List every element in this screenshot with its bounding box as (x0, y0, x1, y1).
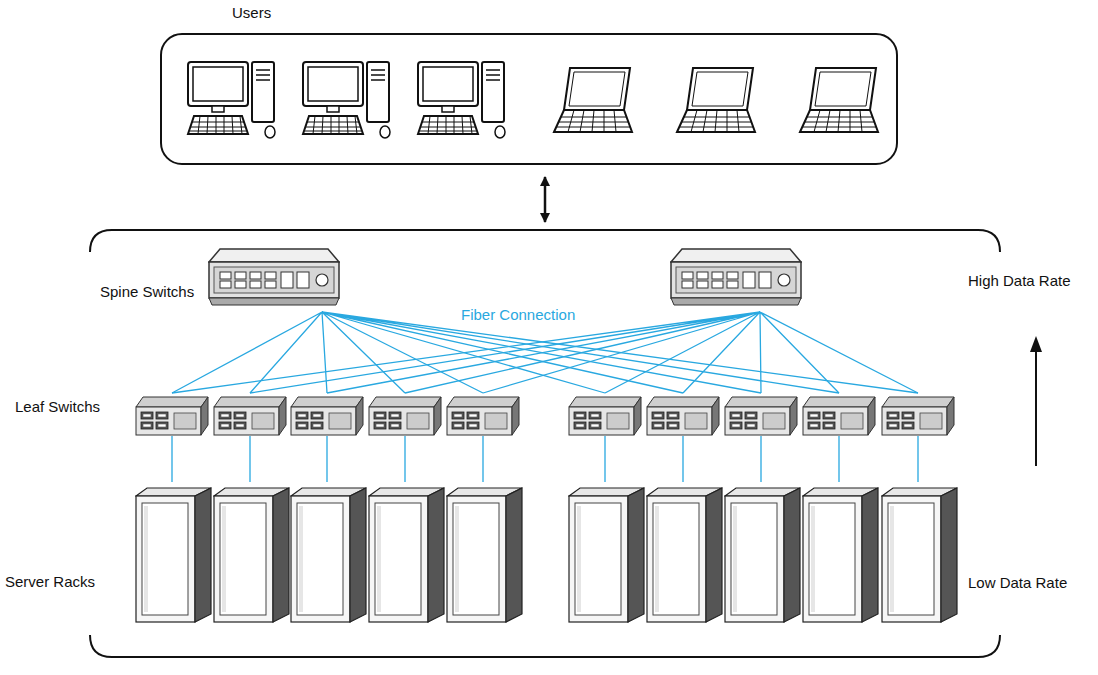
spine-switch-icon (209, 249, 339, 305)
users-group-box: Users (160, 33, 898, 165)
datacenter-bracket (90, 230, 1000, 657)
server-rack-icon (291, 488, 366, 622)
server-rack-icon (136, 488, 211, 622)
server-rack-icon (882, 488, 957, 622)
leaf-switches (136, 397, 954, 435)
laptop-icon (677, 68, 755, 132)
server-rack-icon (569, 488, 644, 622)
double-arrow (544, 177, 547, 222)
server-racks (136, 488, 957, 622)
server-rack-icon (725, 488, 800, 622)
server-rack-icon (447, 488, 522, 622)
desktop-icon (418, 62, 505, 138)
user-devices (188, 62, 878, 138)
rate-label: High Data Rate (968, 272, 1071, 290)
leaf-switch-icon (214, 397, 286, 435)
leaf-switch-icon (882, 397, 954, 435)
server-rack-icon (214, 488, 289, 622)
leaf-switch-icon (803, 397, 875, 435)
leaf-switch-icon (725, 397, 797, 435)
desktop-icon (303, 62, 390, 138)
group-heading: Users (232, 4, 271, 22)
leaf-switch-icon (569, 397, 641, 435)
leaf-switch-icon (647, 397, 719, 435)
server-rack-icon (647, 488, 722, 622)
leaf-switch-icon (369, 397, 441, 435)
datacenter-frame: Spine SwitchsFiber ConnectionLeaf Switch… (0, 230, 1000, 657)
server-rack-icon (803, 488, 878, 622)
server-rack-icon (369, 488, 444, 622)
leaf-switch-icon (447, 397, 519, 435)
rate-label: Low Data Rate (968, 574, 1067, 592)
laptop-icon (554, 68, 632, 132)
connection-label: Fiber Connection (458, 306, 578, 324)
bracket-bottom (90, 635, 1000, 657)
data-rate-arrow (1030, 336, 1042, 466)
leaf-switch-icon (136, 397, 208, 435)
rack-links (172, 436, 918, 482)
spine-switches (209, 249, 801, 305)
fiber-lines (172, 312, 918, 393)
laptop-icon (800, 68, 878, 132)
row-label: Spine Switchs (100, 283, 194, 301)
row-label: Server Racks (5, 573, 95, 591)
row-label: Leaf Switchs (15, 398, 100, 416)
desktop-icon (188, 62, 275, 138)
leaf-switch-icon (291, 397, 363, 435)
spine-switch-icon (671, 249, 801, 305)
